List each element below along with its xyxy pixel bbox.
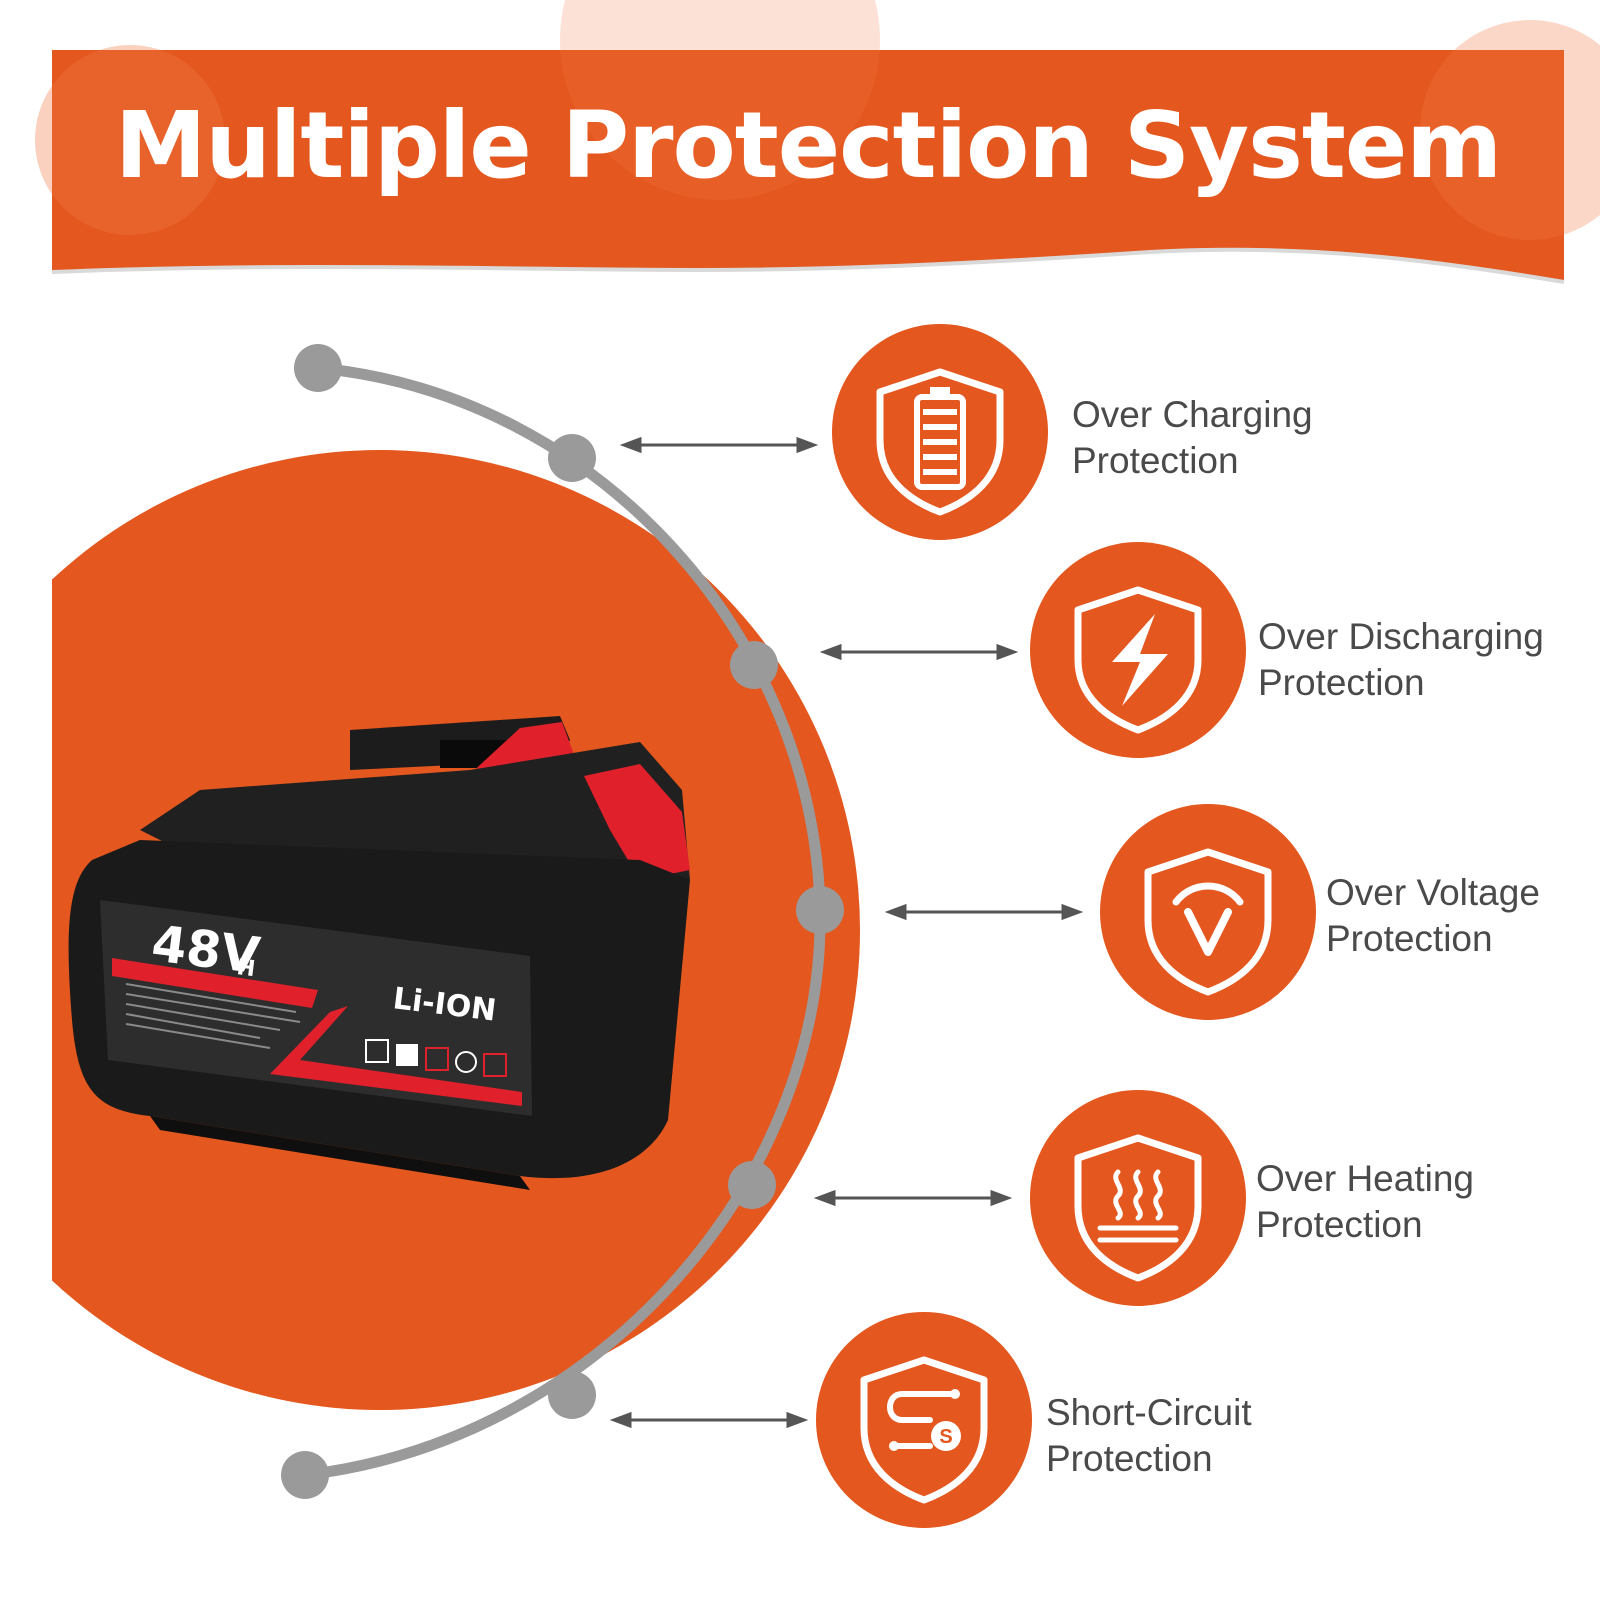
- arc-node-1: [548, 434, 596, 482]
- feature-label-line1: Over Voltage: [1326, 872, 1540, 913]
- feature-label-over-discharging: Over Discharging Protection: [1258, 614, 1544, 706]
- arc-end-node-top: [294, 344, 342, 392]
- arc-node-4: [728, 1161, 776, 1209]
- double-arrow-3: [884, 903, 1084, 921]
- feature-label-over-charging: Over Charging Protection: [1072, 392, 1313, 484]
- connector-arc: [281, 344, 844, 1499]
- feature-label-line1: Short-Circuit: [1046, 1392, 1252, 1433]
- lightning-shield-icon: [1030, 542, 1246, 758]
- double-arrow-1: [619, 436, 819, 454]
- double-arrow-4: [813, 1189, 1013, 1207]
- double-arrow-2: [819, 643, 1019, 661]
- feature-label-line1: Over Discharging: [1258, 616, 1544, 657]
- feature-label-line2: Protection: [1258, 662, 1425, 703]
- double-arrow-5: [609, 1411, 809, 1429]
- feature-label-line2: Protection: [1256, 1204, 1423, 1245]
- page-title: Multiple Protection System: [114, 92, 1502, 199]
- circuit-shield-icon: S: [816, 1312, 1032, 1528]
- battery-voltage-suffix: H: [235, 955, 256, 982]
- svg-text:S: S: [939, 1426, 952, 1448]
- voltage-shield-icon: [1100, 804, 1316, 1020]
- battery-voltage-label: 48V: [149, 914, 264, 985]
- feature-label-line2: Protection: [1326, 918, 1493, 959]
- feature-label-line2: Protection: [1072, 440, 1239, 481]
- arc-node-2: [730, 641, 778, 689]
- feature-label-line2: Protection: [1046, 1438, 1213, 1479]
- heat-shield-icon: [1030, 1090, 1246, 1306]
- arc-node-3: [796, 886, 844, 934]
- battery-shield-icon: [832, 324, 1048, 540]
- arc-node-5: [548, 1371, 596, 1419]
- battery-product: [68, 716, 690, 1190]
- feature-label-over-voltage: Over Voltage Protection: [1326, 870, 1540, 962]
- header-banner: [35, 0, 1600, 284]
- feature-label-short-circuit: Short-Circuit Protection: [1046, 1390, 1252, 1482]
- feature-label-line1: Over Charging: [1072, 394, 1313, 435]
- arc-end-node-bottom: [281, 1451, 329, 1499]
- feature-label-line1: Over Heating: [1256, 1158, 1474, 1199]
- feature-label-over-heating: Over Heating Protection: [1256, 1156, 1474, 1248]
